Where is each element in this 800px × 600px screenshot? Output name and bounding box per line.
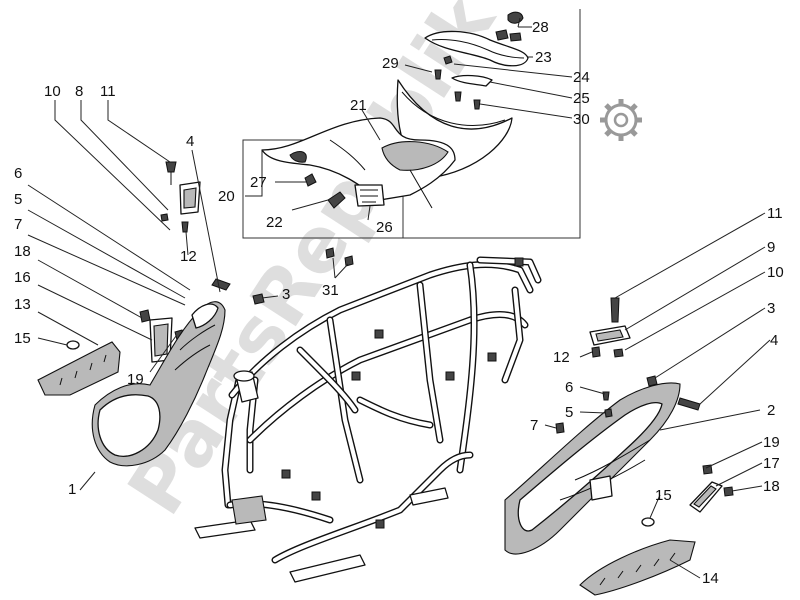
label-part-4-right: 4: [770, 332, 778, 349]
label-part-16: 16: [14, 269, 31, 286]
main-frame: [194, 256, 542, 583]
label-part-7-right: 7: [530, 417, 538, 434]
label-part-12-left: 12: [180, 248, 197, 265]
label-part-6-left: 6: [14, 165, 22, 182]
label-part-15-right: 15: [655, 487, 672, 504]
label-part-18-left: 18: [14, 243, 31, 260]
label-part-31: 31: [322, 282, 339, 299]
label-part-5-right: 5: [565, 404, 573, 421]
label-part-30: 30: [573, 111, 590, 128]
label-part-18-right: 18: [763, 478, 780, 495]
right-screw-part: [677, 397, 701, 411]
label-part-24: 24: [573, 69, 590, 86]
label-part-14: 14: [702, 570, 719, 587]
label-part-7-left: 7: [14, 216, 22, 233]
left-footrest-cover: [37, 341, 121, 396]
label-part-5-left: 5: [14, 191, 22, 208]
leader-lines: [27, 17, 771, 579]
watermark: PartsRepublik: [110, 0, 512, 530]
gear-icon: [600, 99, 642, 141]
label-part-10-left: 10: [44, 83, 61, 100]
label-part-26: 26: [376, 219, 393, 236]
label-part-13: 13: [14, 296, 31, 313]
left-side-small-cover: [160, 161, 201, 233]
part-labels: 28 23 29 24 25 30 21 20 27 22 26 10 8 11…: [14, 19, 784, 587]
label-part-12-right: 12: [553, 349, 570, 366]
label-part-27: 27: [250, 174, 267, 191]
right-rubber-cap: [641, 517, 655, 527]
label-part-23: 23: [535, 49, 552, 66]
label-part-6-right: 6: [565, 379, 573, 396]
right-side-body-panel: [504, 375, 681, 555]
label-part-11-right: 11: [767, 205, 783, 222]
label-part-25: 25: [573, 90, 590, 107]
glovebox-hinge-part: [304, 173, 385, 209]
label-part-19-left: 19: [127, 371, 144, 388]
label-part-8: 8: [75, 83, 83, 100]
label-part-3-right: 3: [767, 300, 775, 317]
label-part-3-left: 3: [282, 286, 290, 303]
label-part-17: 17: [763, 455, 780, 472]
left-clip-part: [252, 293, 265, 305]
right-footrest-cover: [579, 539, 696, 596]
center-screw-part: [325, 247, 335, 259]
front-leg-shield: [91, 278, 231, 467]
label-part-2: 2: [767, 402, 775, 419]
glovebox-part: [261, 117, 456, 209]
label-part-11-left: 11: [100, 83, 116, 100]
seat-lock-parts: [424, 11, 529, 110]
label-part-1: 1: [68, 481, 76, 498]
right-bracket-part: [689, 464, 734, 513]
label-part-22: 22: [266, 214, 283, 231]
label-part-20: 20: [218, 188, 235, 205]
label-part-9: 9: [767, 239, 775, 256]
right-side-small-cover: [589, 297, 631, 358]
center-screw-part-2: [344, 255, 354, 267]
right-small-screw-5: [604, 408, 613, 418]
left-bracket-part: [139, 309, 185, 363]
label-part-28: 28: [532, 19, 549, 36]
label-part-10-right: 10: [767, 264, 784, 281]
label-part-29: 29: [382, 55, 399, 72]
right-small-screw-7: [555, 422, 565, 434]
label-part-4-left: 4: [186, 133, 194, 150]
left-rubber-cap: [66, 340, 80, 350]
label-part-15-left: 15: [14, 330, 31, 347]
label-part-21: 21: [350, 97, 367, 114]
watermark-text: PartsRepublik: [110, 0, 512, 530]
label-part-19-right: 19: [763, 434, 780, 451]
